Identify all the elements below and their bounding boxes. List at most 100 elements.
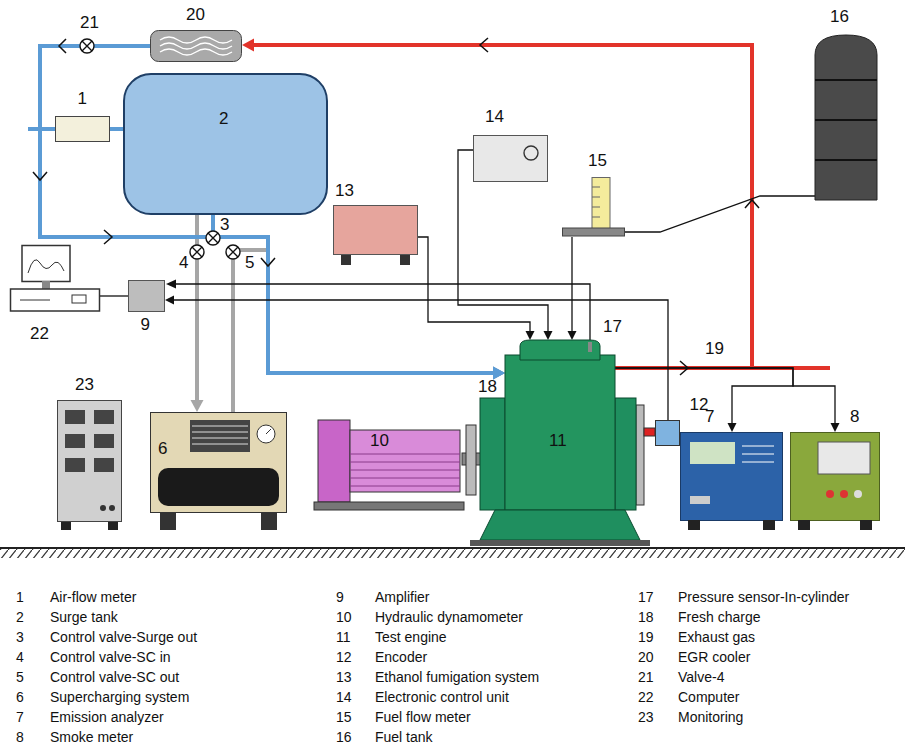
fuel-tank-shape-part-part <box>815 159 877 161</box>
monitoring-shape-part <box>109 505 115 511</box>
test-engine-shape-part <box>520 340 600 360</box>
test-engine-shape-part <box>470 540 650 546</box>
key-text: Fuel flow meter <box>375 710 471 725</box>
callout-number: 11 <box>549 432 567 451</box>
smoke-meter-shape-part <box>860 520 872 530</box>
smoke-meter-shape-part <box>791 433 880 521</box>
ethanol-fumigation-system-shape-part <box>400 255 410 265</box>
fuel-tank-shape <box>815 35 877 200</box>
supercharging-system-shape-part <box>151 413 287 513</box>
supercharging-system-shape <box>150 412 287 530</box>
emission-analyzer: 7 <box>680 432 783 530</box>
fuel-flow-meter-shape-part <box>563 228 625 236</box>
monitoring-shape-part <box>61 522 71 530</box>
smoke-meter: 8 <box>790 432 880 530</box>
computer: 22 <box>10 245 100 312</box>
fuel-flow-meter-shape-part-part <box>592 197 600 198</box>
connector-line <box>615 368 835 423</box>
key-number: 23 <box>638 710 654 725</box>
connector <box>233 250 505 412</box>
test-engine-shape-part <box>480 510 640 540</box>
key-number: 8 <box>16 730 24 745</box>
key-number: 21 <box>638 670 654 685</box>
egr-cooler: 20 <box>150 30 242 62</box>
arrowhead <box>544 331 553 340</box>
callout-number: 8 <box>850 408 859 427</box>
fuel-flow-meter-shape-part-part <box>592 187 600 188</box>
key-text: Hydraulic dynamometer <box>375 610 523 625</box>
key-number: 12 <box>336 650 352 665</box>
callout-number: 6 <box>158 440 167 459</box>
hydraulic-dynamometer-shape-part-part <box>350 470 460 471</box>
monitoring-shape-part-part <box>94 434 114 448</box>
fuel-tank-shape-part-part <box>815 119 877 121</box>
ethanol-fumigation-system-shape-part <box>341 255 351 265</box>
key-number: 4 <box>16 650 24 665</box>
valve-symbol-part <box>228 247 238 257</box>
flow-chevron-part <box>104 230 112 244</box>
smoke-meter-shape-part <box>840 490 848 498</box>
fuel-flow-meter-shape-part-part <box>592 217 600 218</box>
fuel-flow-meter-shape <box>562 177 625 237</box>
ethanol-fumigation-system: 13 <box>333 205 418 255</box>
callout-number: 15 <box>588 152 607 171</box>
hydraulic-dynamometer-shape-part <box>314 502 464 510</box>
supercharging-system: 6 <box>150 412 287 530</box>
hydraulic-dynamometer-shape-part-part <box>350 454 460 455</box>
sensor-wire <box>166 280 590 343</box>
arrowhead <box>165 296 174 305</box>
supercharging-system-shape-part <box>266 429 271 434</box>
arrowhead <box>568 331 577 340</box>
computer-shape-part <box>22 246 70 282</box>
ground-line <box>0 547 905 549</box>
callout-number: 21 <box>80 14 99 33</box>
ethanol-fumigation-system-shape <box>333 205 418 255</box>
emission-analyzer-shape-part <box>690 442 735 464</box>
emission-analyzer-shape <box>680 432 783 530</box>
electronic-control-unit-shape-part <box>524 146 538 160</box>
supercharging-system-shape-part-part <box>192 426 248 427</box>
key-text: Smoke meter <box>50 730 133 745</box>
monitoring-shape-part-part <box>65 434 85 448</box>
connector <box>40 46 505 380</box>
hydraulic-dynamometer-shape <box>318 420 462 510</box>
test-engine-shape-part <box>505 355 615 510</box>
callout-number: 14 <box>485 108 504 127</box>
emission-analyzer-shape-part <box>681 433 783 521</box>
key-text: Exhaust gas <box>678 630 755 645</box>
key-number: 13 <box>336 670 352 685</box>
connector-line <box>40 46 493 373</box>
key-text: Amplifier <box>375 590 429 605</box>
callout-number: 5 <box>245 254 254 273</box>
computer-shape-part <box>11 289 100 311</box>
callout-number: 13 <box>335 182 354 201</box>
connector <box>625 196 815 232</box>
test-engine-shape-part <box>588 342 592 352</box>
connector-line <box>625 196 815 232</box>
arrowhead <box>831 423 840 432</box>
arrowhead <box>728 423 737 432</box>
key-text: Fuel tank <box>375 730 433 745</box>
callout-number: 9 <box>141 316 150 335</box>
connector-line <box>195 215 199 400</box>
flow-chevron-part <box>59 39 66 53</box>
key-number: 20 <box>638 650 654 665</box>
key-number: 19 <box>638 630 654 645</box>
connector-line <box>100 295 128 296</box>
valve-symbol-part <box>190 245 204 259</box>
supercharging-system-shape-part <box>261 512 277 530</box>
test-engine-shape <box>505 340 615 515</box>
key-text: Fresh charge <box>678 610 760 625</box>
fuel-flow-meter-shape-part <box>592 187 600 217</box>
monitoring-shape-part <box>65 410 114 472</box>
callout-number: 4 <box>179 254 188 273</box>
supercharging-system-shape-part <box>160 512 176 530</box>
callout-number: 2 <box>219 110 228 129</box>
callout-number: 23 <box>75 376 94 395</box>
test-engine-shape-part <box>480 398 505 510</box>
supercharging-system-shape-part-part <box>192 438 248 439</box>
egr-cooler-shape-part <box>151 31 242 62</box>
shaft-part <box>636 405 644 505</box>
supercharging-system-shape-part-part <box>192 444 248 445</box>
smoke-meter-shape <box>790 432 880 530</box>
